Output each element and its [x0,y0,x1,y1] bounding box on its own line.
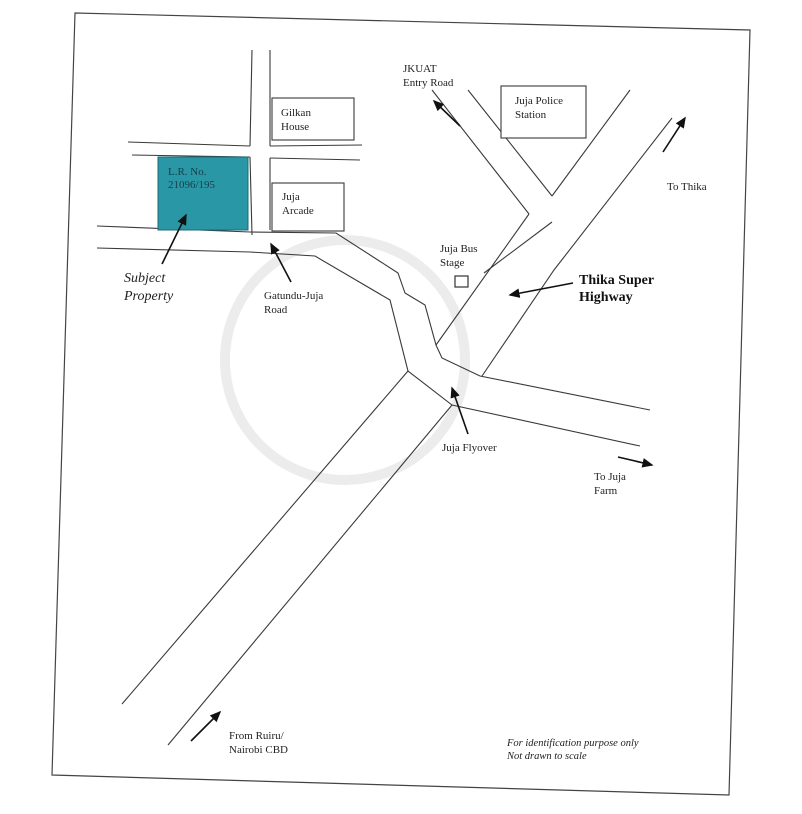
bus-stage-marker [454,275,469,288]
arrow-jkuat [432,99,461,127]
label-juja-flyover: Juja Flyover [442,442,497,454]
gilkan-house-outline [271,97,355,141]
juja-police-outline [500,85,587,139]
label-gilkan-house: Gilkan House [281,107,311,133]
label-juja-arcade: Juja Arcade [282,191,314,217]
arrow-flyover [450,386,469,435]
watermark-seal [220,235,470,485]
label-juja-police-station: Juja Police Station [515,95,563,121]
label-from-ruiru: From Ruiru/ Nairobi CBD [229,730,288,756]
arrow-subject-property [161,213,187,265]
subject-property-parcel [157,156,249,231]
road-lines [96,49,673,746]
juja-arcade-outline [271,182,345,232]
label-thika-super-highway: Thika Super Highway [579,273,655,305]
arrow-gatundu [270,242,292,283]
arrow-highway [508,282,574,298]
label-to-juja-farm: To Juja Farm [594,471,626,497]
arrow-from-ruiru [190,710,222,742]
label-gatundu-juja-road: Gatundu-Juja Road [264,290,324,316]
label-jkuat-entry-road: JKUAT Entry Road [403,63,454,89]
note-identification: For identification purpose only Not draw… [507,738,639,762]
label-to-thika: To Thika [667,181,707,193]
arrow-juja-farm [617,456,654,468]
label-subject-property: Subject Property [124,271,174,304]
label-lr-number: L.R. No. 21096/195 [168,166,216,191]
arrow-to-thika [662,116,686,153]
map-frame [51,12,751,796]
label-juja-bus-stage: Juja Bus Stage [440,243,478,269]
arrows [161,99,686,742]
